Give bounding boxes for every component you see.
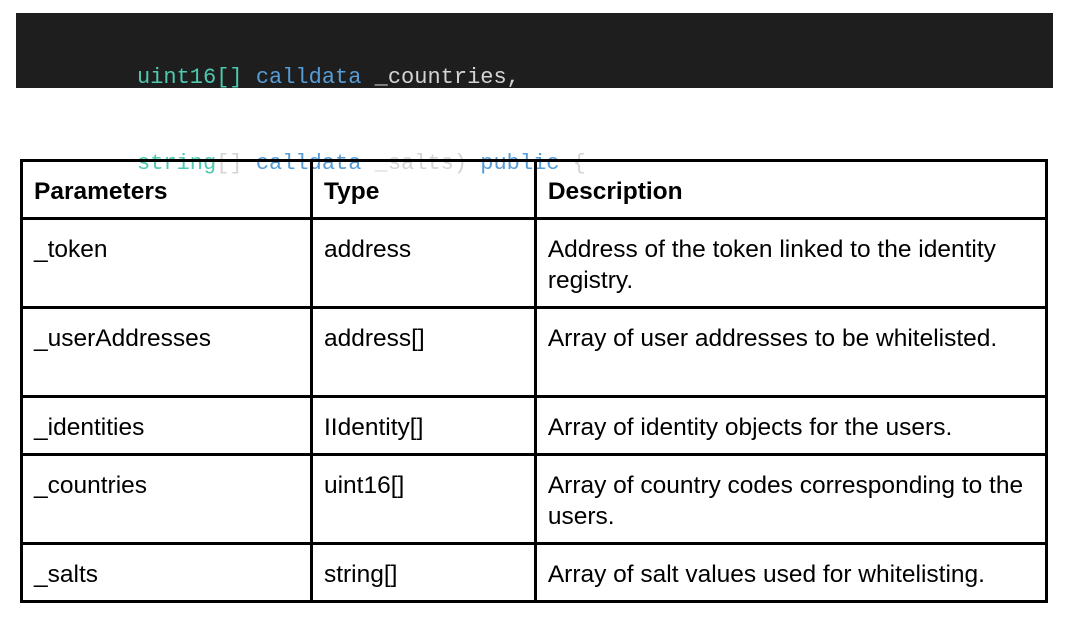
- table-row: _identities IIdentity[] Array of identit…: [20, 395, 1049, 456]
- table-row: _countries uint16[] Array of country cod…: [20, 453, 1049, 545]
- header-type: Type: [309, 159, 537, 220]
- code-modifier-token: calldata: [255, 65, 362, 90]
- param-name-cell: _salts: [20, 542, 313, 603]
- param-description-cell: Address of the token linked to the ident…: [533, 217, 1049, 309]
- param-description-cell: Array of country codes corresponding to …: [533, 453, 1049, 545]
- param-type-cell: address: [309, 217, 537, 309]
- param-description-cell: Array of identity objects for the users.: [533, 395, 1049, 456]
- param-name-cell: _countries: [20, 453, 313, 545]
- code-type-token: uint16[]: [137, 65, 243, 90]
- param-type-cell: IIdentity[]: [309, 395, 537, 456]
- code-param-name: _countries,: [374, 65, 520, 90]
- table-row: _userAddresses address[] Array of user a…: [20, 306, 1049, 398]
- table-header-row: Parameters Type Description: [20, 159, 1049, 220]
- param-name-cell: _token: [20, 217, 313, 309]
- header-description: Description: [533, 159, 1049, 220]
- code-line-1: uint16[] calldata _countries,: [137, 63, 1053, 99]
- param-type-cell: uint16[]: [309, 453, 537, 545]
- table-row: _salts string[] Array of salt values use…: [20, 542, 1049, 603]
- table-row: _token address Address of the token link…: [20, 217, 1049, 309]
- param-type-cell: address[]: [309, 306, 537, 398]
- parameters-table: Parameters Type Description _token addre…: [20, 159, 1049, 603]
- param-description-cell: Array of salt values used for whitelisti…: [533, 542, 1049, 603]
- param-name-cell: _identities: [20, 395, 313, 456]
- param-name-cell: _userAddresses: [20, 306, 313, 398]
- param-type-cell: string[]: [309, 542, 537, 603]
- header-parameters: Parameters: [20, 159, 313, 220]
- code-snippet: uint16[] calldata _countries, string[] c…: [16, 13, 1053, 176]
- param-description-cell: Array of user addresses to be whiteliste…: [533, 306, 1049, 398]
